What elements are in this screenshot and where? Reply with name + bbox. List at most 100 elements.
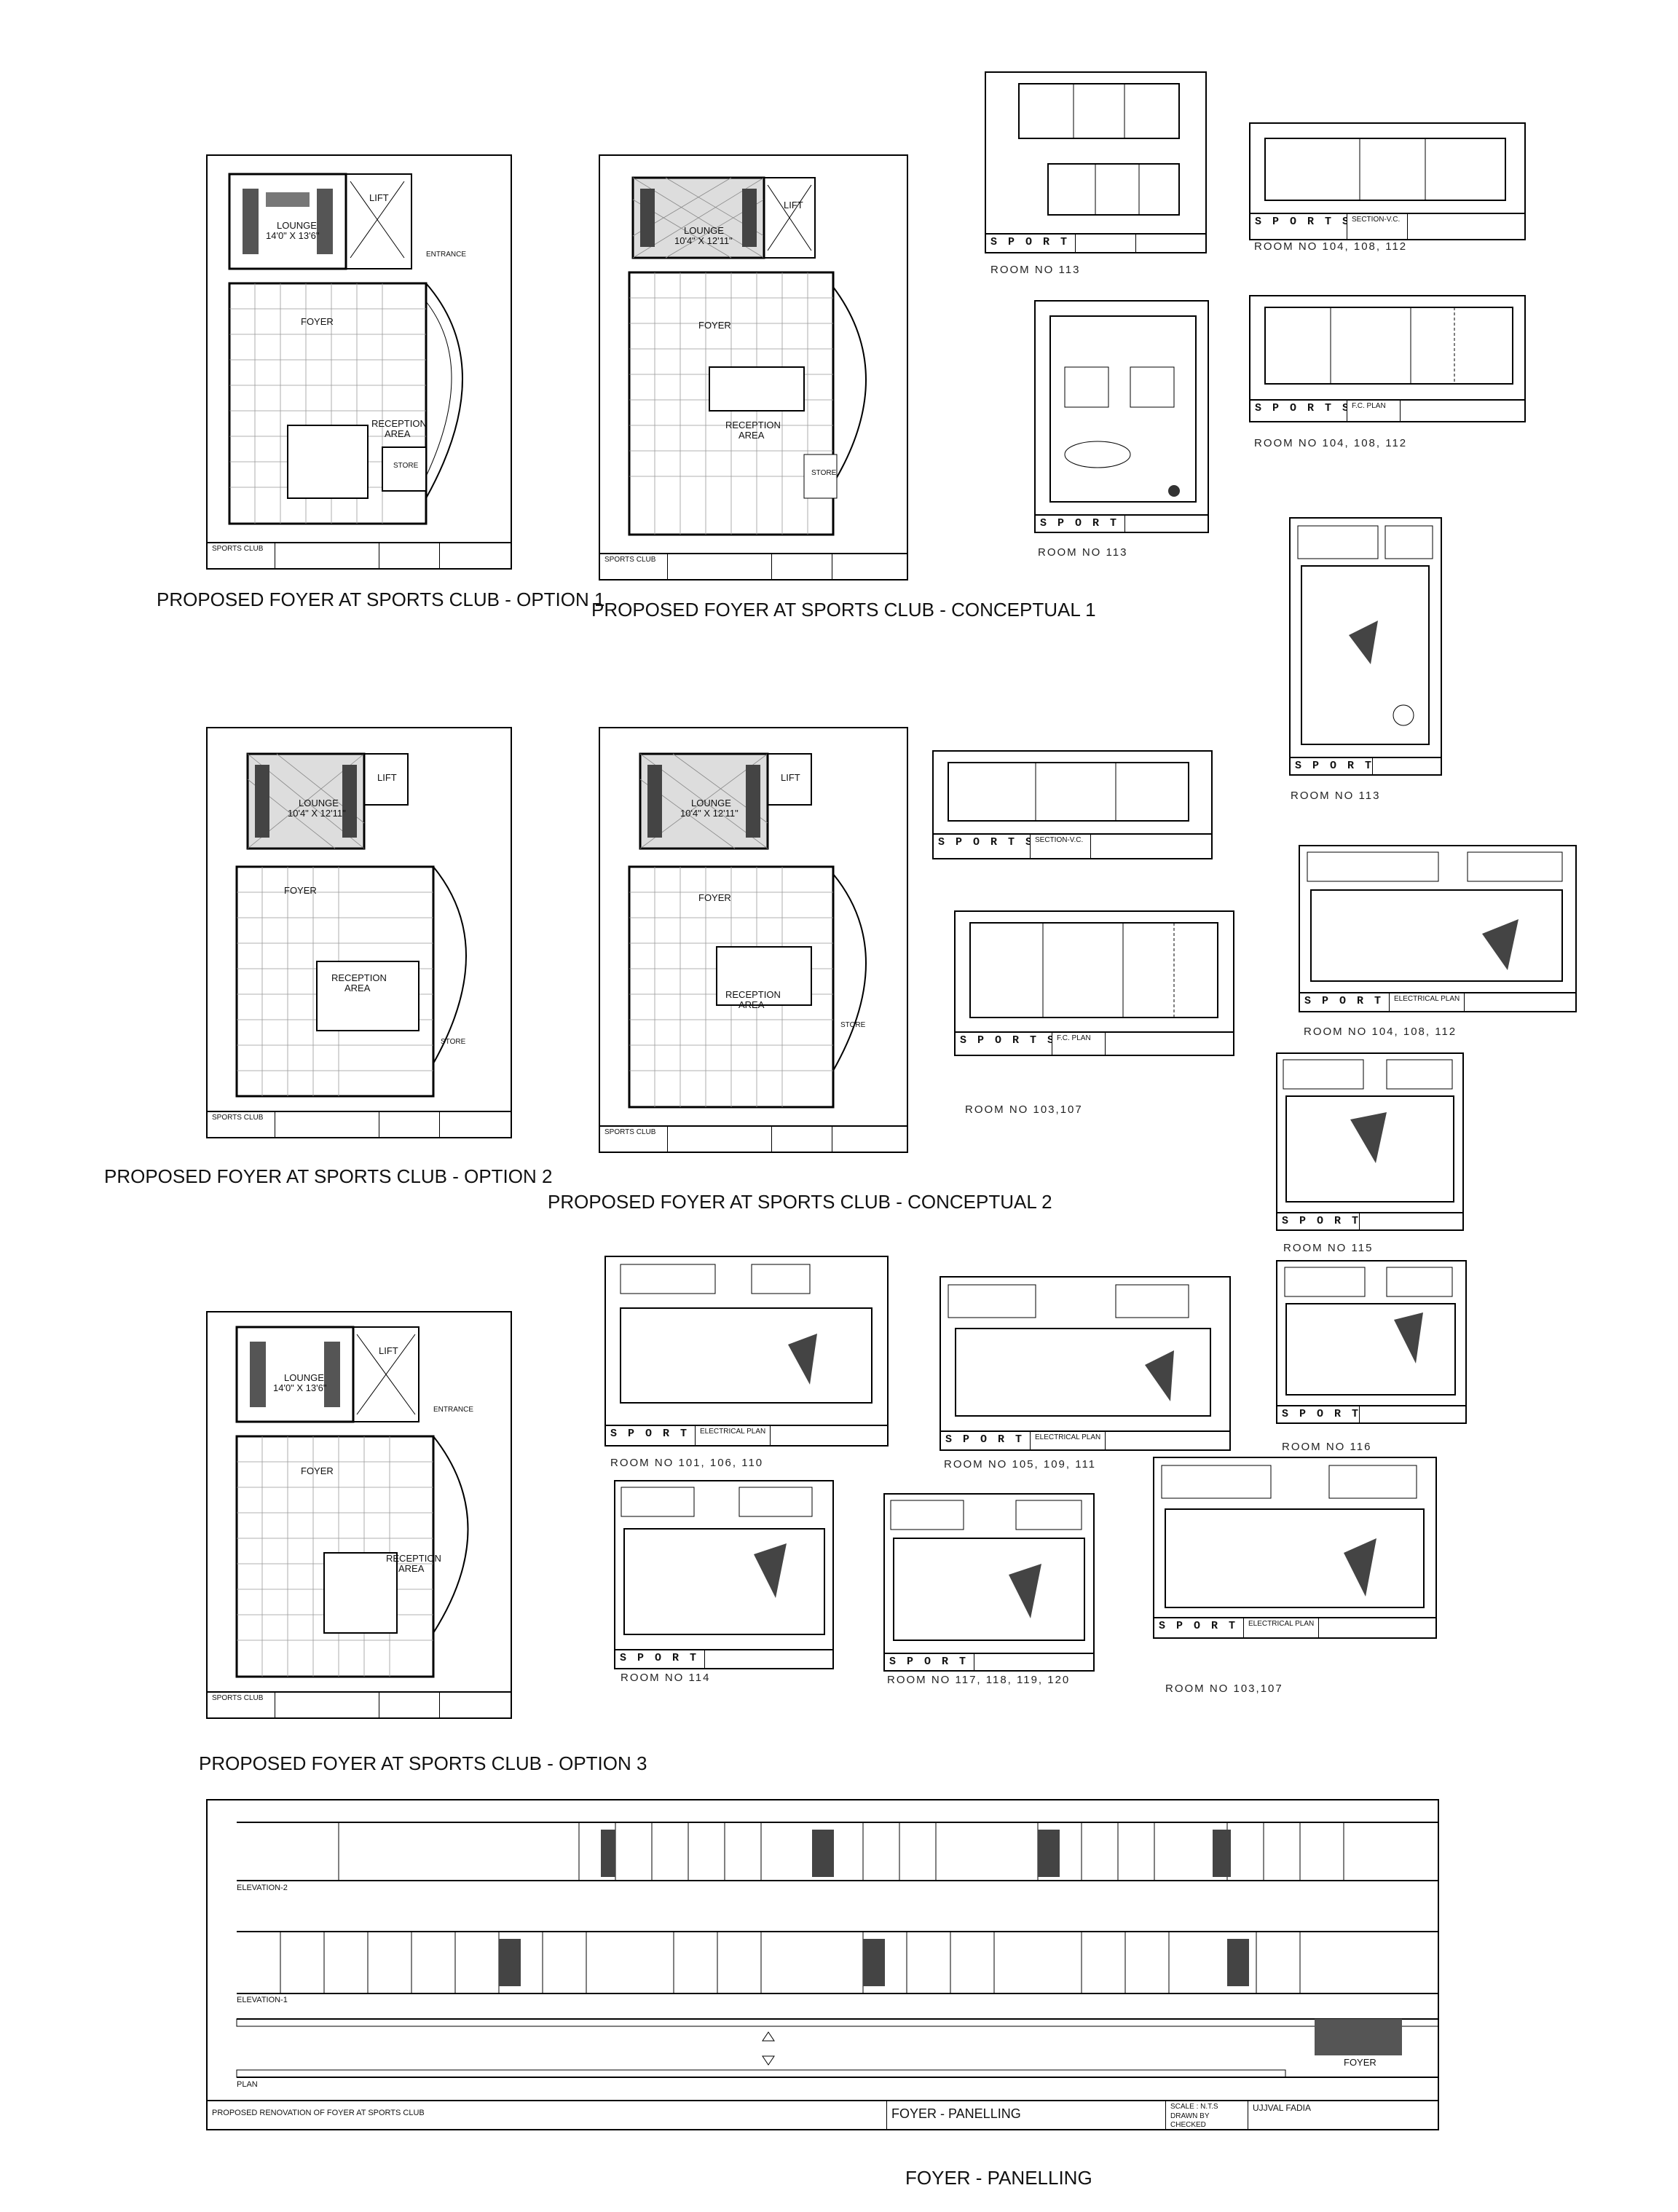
option2-plan-sheet: LOUNGE 10'4" X 12'11" LIFT FOYER RECEPTI… — [206, 727, 512, 1138]
caption-room103-a: ROOM NO 103,107 — [965, 1103, 1083, 1116]
caption-room101: ROOM NO 101, 106, 110 — [610, 1457, 764, 1469]
caption-room105: ROOM NO 105, 109, 111 — [944, 1458, 1097, 1471]
electrical-plan — [1283, 1059, 1454, 1203]
title-block: S P O R T S C L U B — [885, 1653, 1093, 1670]
area-label: AREA — [398, 1563, 425, 1574]
title-block: S P O R T S C L U B F.C. PLAN — [956, 1031, 1233, 1055]
title-block: S P O R T S C L U B ELECTRICAL PLAN — [941, 1430, 1229, 1449]
caption-conceptual2: PROPOSED FOYER AT SPORTS CLUB - CONCEPTU… — [548, 1191, 1052, 1213]
sheet-title: FOYER - PANELLING — [887, 2101, 1166, 2129]
caption-room103-b: ROOM NO 103,107 — [1165, 1682, 1283, 1695]
caption-room113-c: ROOM NO 113 — [1291, 790, 1381, 802]
title-block: S P O R T S C L U B — [1291, 757, 1441, 774]
caption-room113-a: ROOM NO 113 — [990, 264, 1081, 276]
store-label: STORE — [441, 1038, 466, 1046]
lounge-dimension: 10'4" X 12'11" — [680, 808, 738, 819]
elevation2-label: ELEVATION-2 — [237, 1884, 288, 1892]
room-plan — [1264, 307, 1513, 385]
electrical-plan — [948, 1284, 1211, 1417]
room-plan — [969, 922, 1218, 1018]
reception-label: RECEPTION — [331, 972, 387, 983]
reception-label: RECEPTION — [725, 420, 781, 430]
room104-electrical-sheet: S P O R T S C L U B ELECTRICAL PLAN — [1299, 845, 1577, 1012]
title-block: SPORTS CLUB — [600, 553, 907, 579]
room-plan — [1049, 315, 1197, 503]
lounge-label: LOUNGE — [299, 798, 339, 808]
caption-option2: PROPOSED FOYER AT SPORTS CLUB - OPTION 2 — [104, 1165, 553, 1187]
title-block: SPORTS CLUB — [208, 1691, 511, 1717]
caption-room116: ROOM NO 116 — [1282, 1441, 1372, 1453]
panelling-elevations — [236, 1822, 1438, 2078]
room113-electrical-sheet: S P O R T S C L U B — [1289, 517, 1442, 776]
title-block: SPORTS CLUB — [208, 1111, 511, 1137]
title-block: S P O R T S C L U B — [1277, 1405, 1465, 1422]
electrical-plan — [621, 1487, 825, 1635]
option3-floor-plan — [235, 1326, 469, 1678]
title-block: S P O R T S C L U B — [615, 1649, 832, 1668]
electrical-plan — [890, 1500, 1085, 1641]
electrical-plan — [1307, 851, 1563, 982]
store-label: STORE — [393, 462, 419, 470]
room104-section-sheet: S P O R T S C L U B SECTION-V.C. — [1249, 122, 1526, 240]
entrance-label: ENTRANCE — [433, 1406, 474, 1414]
store-label: STORE — [840, 1021, 866, 1029]
section-drawing — [948, 762, 1189, 822]
caption-room113-b: ROOM NO 113 — [1038, 546, 1128, 559]
reception-label: RECEPTION — [386, 1553, 441, 1564]
title-block: SPORTS CLUB — [600, 1125, 907, 1152]
lift-label: LIFT — [379, 1345, 398, 1356]
title-block: S P O R T S C L U B — [1036, 514, 1208, 532]
room114-electrical-sheet: S P O R T S C L U B — [614, 1480, 834, 1669]
lounge-dimension: 14'0" X 13'6" — [266, 230, 320, 241]
caption-room114: ROOM NO 114 — [621, 1672, 711, 1684]
lift-label: LIFT — [781, 772, 800, 783]
title-block: S P O R T S C L U B SECTION-V.C. — [1250, 213, 1524, 239]
electrical-plan — [620, 1264, 873, 1404]
room117-electrical-sheet: S P O R T S C L U B — [883, 1493, 1095, 1672]
title-block: SPORTS CLUB — [208, 542, 511, 568]
drawn-label: DRAWN BY — [1170, 2111, 1210, 2120]
room104-section-sheet-2: S P O R T S C L U B SECTION-V.C. — [932, 750, 1213, 859]
foyer-label: FOYER — [698, 320, 731, 331]
title-block: S P O R T S C L U B F.C. PLAN — [1250, 399, 1524, 421]
option2-floor-plan — [235, 752, 467, 1098]
conceptual2-floor-plan — [628, 752, 867, 1109]
firm-name: UJJVAL FADIA — [1253, 2103, 1312, 2113]
reception-label: RECEPTION — [371, 418, 427, 429]
lounge-label: LOUNGE — [284, 1372, 324, 1383]
lounge-dimension: 10'4" X 12'11" — [288, 808, 346, 819]
scale-label: SCALE : N.T.S — [1170, 2103, 1218, 2111]
lounge-dimension: 10'4" X 12'11" — [674, 235, 733, 246]
store-label: STORE — [811, 469, 837, 477]
foyer-label: FOYER — [301, 1465, 334, 1476]
caption-room117: ROOM NO 117, 118, 119, 120 — [887, 1674, 1071, 1686]
option3-plan-sheet: LOUNGE 14'0" X 13'6" LIFT FOYER RECEPTIO… — [206, 1311, 512, 1719]
project-name: PROPOSED RENOVATION OF FOYER AT SPORTS C… — [208, 2101, 887, 2129]
lounge-label: LOUNGE — [684, 225, 724, 236]
area-label: AREA — [385, 428, 411, 439]
section-drawing — [1018, 83, 1180, 216]
title-block: S P O R T S C L U B — [1277, 1212, 1462, 1229]
caption-panelling: FOYER - PANELLING — [905, 2167, 1092, 2189]
lounge-label: LOUNGE — [691, 798, 731, 808]
plan-label: PLAN — [237, 2080, 258, 2089]
room116-electrical-sheet: S P O R T S C L U B — [1276, 1260, 1467, 1424]
lift-label: LIFT — [784, 200, 803, 210]
lift-label: LIFT — [369, 192, 389, 203]
electrical-plan — [1284, 1267, 1456, 1396]
lounge-label: LOUNGE — [277, 220, 317, 231]
electrical-plan — [1161, 1465, 1425, 1608]
option1-plan-sheet: LOUNGE 14'0" X 13'6" LIFT FOYER RECEPTIO… — [206, 154, 512, 570]
foyer-label: FOYER — [1344, 2057, 1376, 2068]
title-block: S P O R T S C L U B — [986, 233, 1205, 252]
caption-room104-c: ROOM NO 104, 108, 112 — [1304, 1026, 1457, 1038]
option1-floor-plan — [228, 173, 463, 525]
room103-fc-plan-sheet: S P O R T S C L U B F.C. PLAN — [954, 910, 1234, 1056]
lift-label: LIFT — [377, 772, 397, 783]
foyer-label: FOYER — [284, 885, 317, 896]
room105-electrical-sheet: S P O R T S C L U B ELECTRICAL PLAN — [940, 1276, 1231, 1451]
electrical-plan — [1297, 525, 1433, 745]
room115-electrical-sheet: S P O R T S C L U B — [1276, 1052, 1464, 1231]
area-label: AREA — [738, 999, 765, 1010]
area-label: AREA — [344, 983, 371, 993]
